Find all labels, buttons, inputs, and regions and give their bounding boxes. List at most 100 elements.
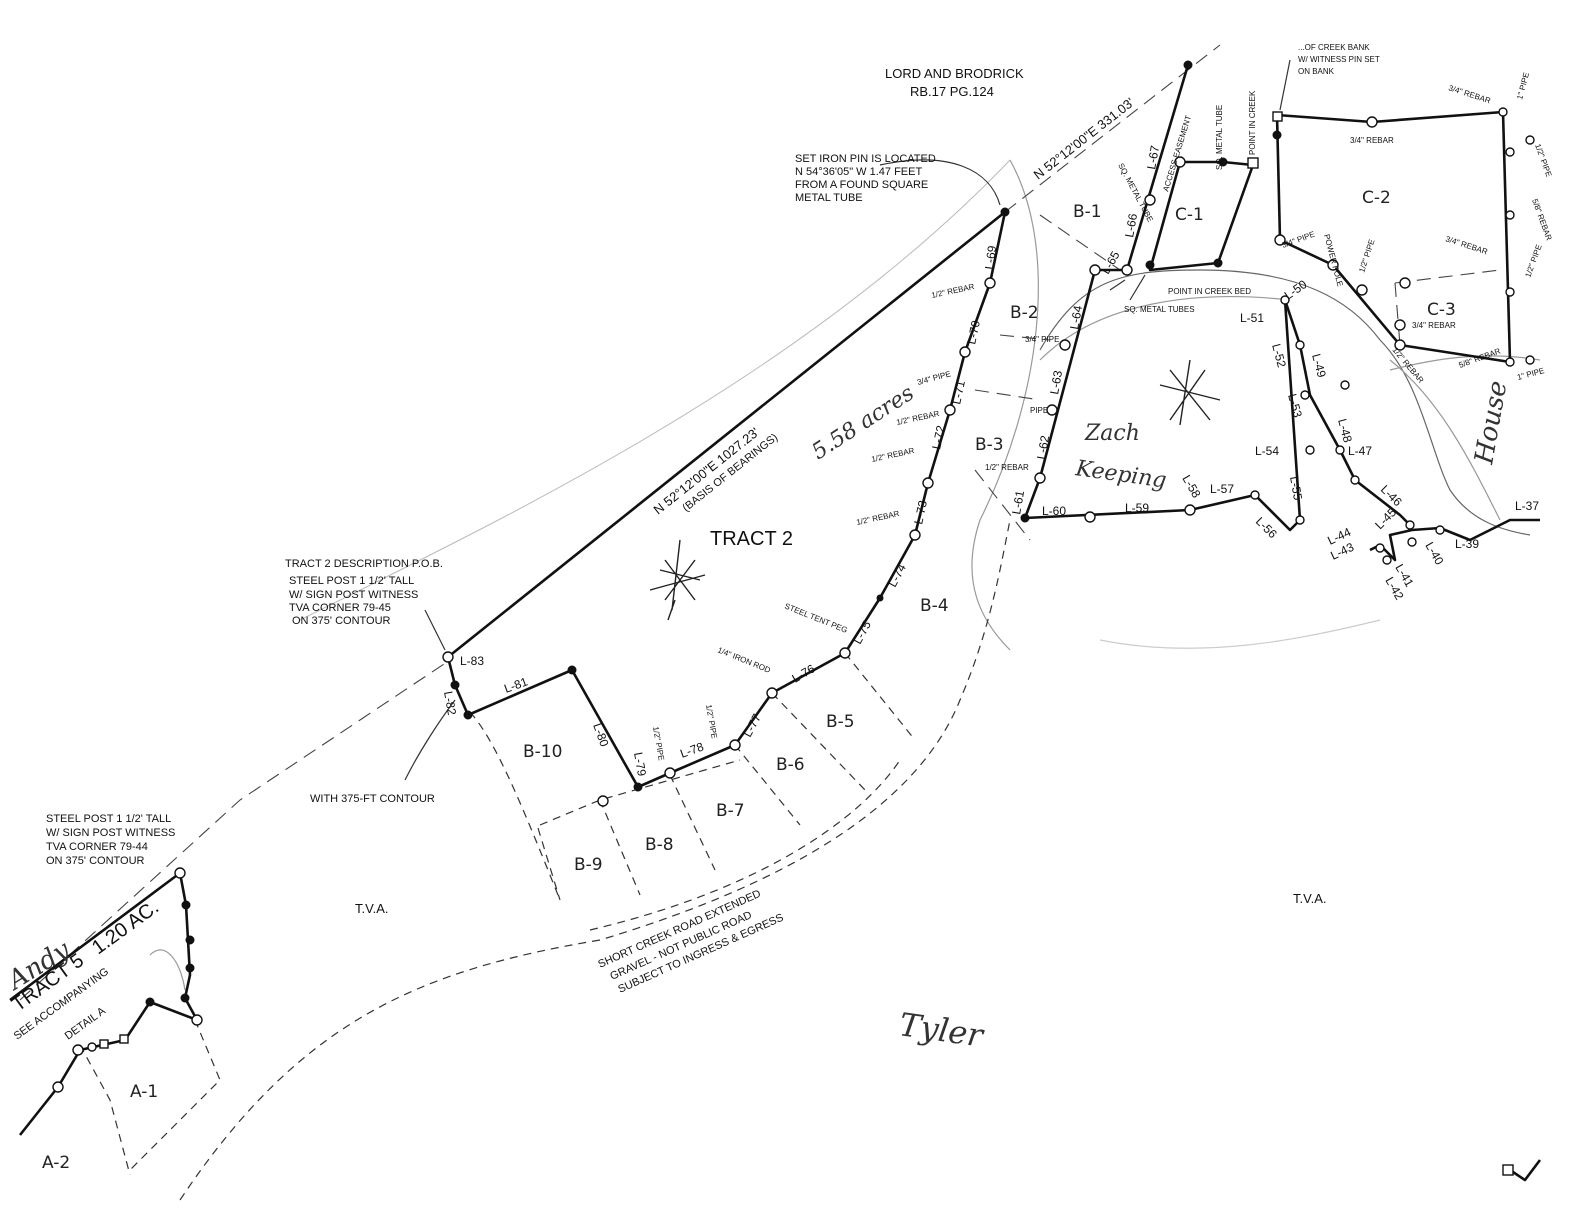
tract-5-acres: 1.20 AC. xyxy=(88,896,163,959)
line-label: L-57 xyxy=(1210,482,1234,496)
line-label: L-51 xyxy=(1240,311,1264,325)
area-b-5: B-5 xyxy=(826,712,855,732)
line-label: L-66 xyxy=(1122,212,1140,238)
line-label: L-77 xyxy=(740,711,764,739)
sq-tube-note-2: SQ. METAL TUBE xyxy=(1215,105,1224,170)
area-b-8: B-8 xyxy=(645,835,674,855)
rebar-label: 3/4" REBAR xyxy=(1444,234,1489,256)
line-label: L-63 xyxy=(1047,369,1065,395)
line-label: L-37 xyxy=(1515,499,1539,513)
rebar-label: 1/2" REBAR xyxy=(931,282,976,300)
pipe-label: 1/2" PIPE xyxy=(651,726,666,761)
rebar-label: 5/8" REBAR xyxy=(1458,346,1502,369)
detail-corner-lower-right xyxy=(1502,1159,1542,1182)
pob-note-2: STEEL POST 1 1/2' TALL xyxy=(289,575,414,587)
pipe-label: 1/2" PIPE xyxy=(704,704,719,739)
line-label: L-82 xyxy=(441,690,459,716)
contour-note: WITH 375-FT CONTOUR xyxy=(310,793,435,805)
area-b-9: B-9 xyxy=(574,855,603,875)
line-label: L-67 xyxy=(1144,144,1162,170)
line-labels: L-37 L-39 L-40 L-41 L-42 L-43 L-44 L-45 … xyxy=(441,144,1539,777)
line-label: L-53 xyxy=(1285,392,1305,419)
area-b-2: B-2 xyxy=(1010,303,1039,323)
line-label: L-74 xyxy=(885,561,909,589)
handwriting-house: House xyxy=(1469,378,1513,467)
pipe-label: 1/2" PIPE xyxy=(1523,243,1543,278)
line-label: L-46 xyxy=(1378,482,1405,509)
line-label: L-75 xyxy=(850,618,874,646)
creek-bank-note-2: W/ WITNESS PIN SET xyxy=(1298,55,1380,64)
access-easement-note: ACCESS EASEMENT xyxy=(1161,114,1193,192)
handwriting-keeping: Keeping xyxy=(1073,456,1168,494)
creek-point-note: POINT IN CREEK xyxy=(1248,90,1257,155)
left-post-note-4: ON 375' CONTOUR xyxy=(46,855,145,867)
area-c-3: C-3 xyxy=(1427,300,1456,320)
rebar-label: 1/2" REBAR xyxy=(871,446,916,464)
area-b-1: B-1 xyxy=(1073,202,1102,222)
pipe-label: 1" PIPE xyxy=(1516,366,1545,382)
line-label: L-49 xyxy=(1309,352,1329,379)
pipe-label: 1" PIPE xyxy=(1515,71,1531,100)
area-a-1: A-1 xyxy=(130,1082,158,1102)
line-label: L-60 xyxy=(1042,504,1066,518)
rebar-label: 3/4" REBAR xyxy=(1412,321,1456,330)
lower-right-corner-lines xyxy=(1369,518,1540,562)
area-labels: A-1 A-2 B-1 B-2 B-3 B-4 B-5 B-6 B-7 B-8 … xyxy=(42,188,1456,1173)
owner-name: LORD AND BRODRICK xyxy=(885,66,1024,81)
line-label: L-47 xyxy=(1348,444,1372,458)
pipe-label: 1/2" PIPE xyxy=(1533,143,1553,178)
iron-pin-note-1: SET IRON PIN IS LOCATED xyxy=(795,153,936,165)
c2-boundary xyxy=(1275,110,1512,364)
line-label: L-58 xyxy=(1179,473,1203,501)
iron-rod-note: 1/4" IRON ROD xyxy=(716,646,772,675)
rebar-label: 1/2" REBAR xyxy=(856,509,901,527)
pob-note-4: TVA CORNER 79-45 xyxy=(289,602,391,614)
line-label: L-50 xyxy=(1282,277,1310,302)
pipe-label: 3/4" PIPE xyxy=(916,369,952,387)
dashed-lines xyxy=(19,44,1501,1201)
tract-2-boundary xyxy=(446,210,1007,789)
handwriting-tyler: Tyler xyxy=(897,1005,987,1055)
rebar-label: 5/8" REBAR xyxy=(1530,198,1553,242)
line-label: L-45 xyxy=(1372,505,1399,532)
line-label: L-55 xyxy=(1287,475,1305,501)
line-label: L-64 xyxy=(1067,304,1085,330)
iron-pin-note-3: FROM A FOUND SQUARE xyxy=(795,179,928,191)
creek-bed-note: POINT IN CREEK BED xyxy=(1168,287,1251,296)
area-c-2: C-2 xyxy=(1362,188,1391,208)
left-post-note-2: W/ SIGN POST WITNESS xyxy=(46,827,175,839)
creek-bank-note-1: ...OF CREEK BANK xyxy=(1298,43,1370,52)
pob-note-1: TRACT 2 DESCRIPTION P.O.B. xyxy=(285,558,443,570)
tva-label-left: T.V.A. xyxy=(355,901,388,916)
steel-peg-note: STEEL TENT PEG xyxy=(783,602,848,635)
pob-note-3: W/ SIGN POST WITNESS xyxy=(289,589,418,601)
creek-bank-note-3: ON BANK xyxy=(1298,67,1335,76)
area-b-10: B-10 xyxy=(523,742,562,762)
tva-label-right: T.V.A. xyxy=(1293,891,1326,906)
leader-arrows xyxy=(404,59,1291,781)
owner-ref: RB.17 PG.124 xyxy=(910,84,994,99)
monument-labels: 1/2" REBAR 3/4" PIPE 1/2" REBAR 1/2" REB… xyxy=(651,71,1554,761)
rebar-label: 1/2" REBAR xyxy=(985,463,1029,472)
line-label: L-48 xyxy=(1335,417,1355,444)
line-label: L-72 xyxy=(929,424,948,451)
area-b-6: B-6 xyxy=(776,755,805,775)
tract-5-detail: DETAIL A xyxy=(63,1005,109,1043)
line-label: L-65 xyxy=(1098,248,1122,276)
handwriting-zach: Zach xyxy=(1084,421,1140,446)
monument-markers xyxy=(52,60,1535,1093)
rebar-label: 3/4" REBAR xyxy=(1350,136,1394,145)
pipe-label: 3/4" PIPE xyxy=(1281,230,1316,250)
line-label: L-56 xyxy=(1253,514,1280,541)
area-b-7: B-7 xyxy=(716,801,745,821)
left-post-note-3: TVA CORNER 79-44 xyxy=(46,841,148,853)
left-post-note-1: STEEL POST 1 1/2' TALL xyxy=(46,813,171,825)
line-label: L-70 xyxy=(964,319,983,346)
line-label: L-69 xyxy=(982,244,999,270)
iron-pin-note-2: N 54°36'05" W 1.47 FEET xyxy=(795,166,922,178)
line-label: L-61 xyxy=(1009,489,1027,515)
line-label: L-62 xyxy=(1034,434,1052,460)
iron-pin-note-4: METAL TUBE xyxy=(795,192,863,204)
compass-star-icon xyxy=(649,359,1221,621)
